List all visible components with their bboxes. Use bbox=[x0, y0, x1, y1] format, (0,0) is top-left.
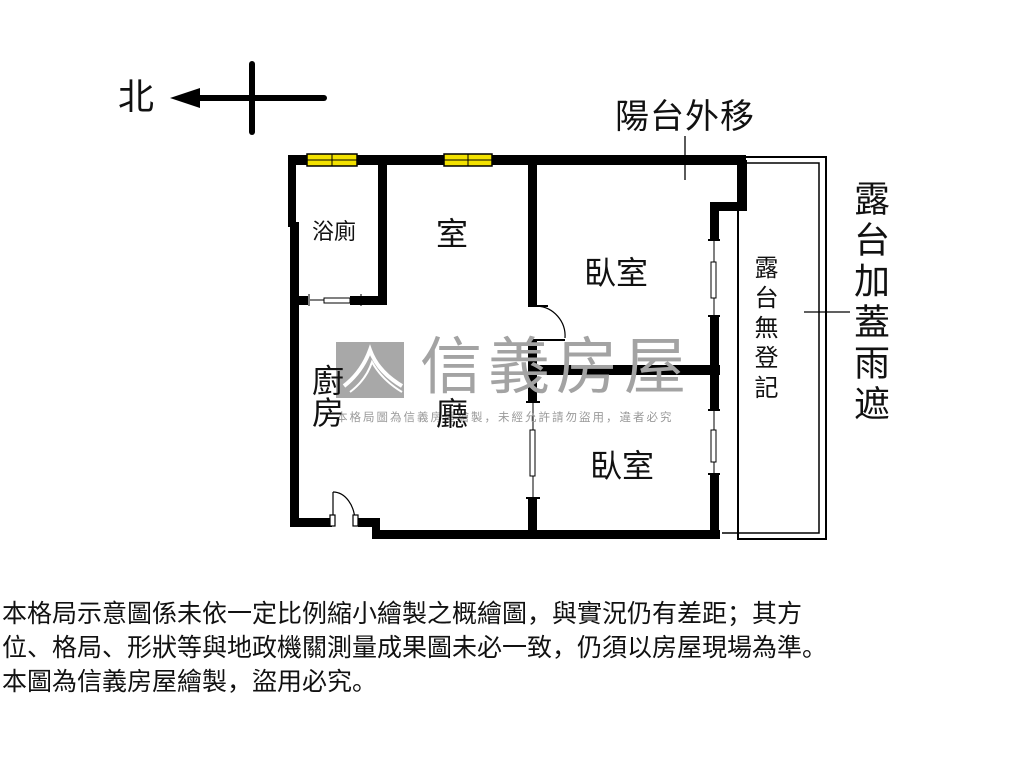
disclaimer-line-1: 本格局示意圖係未依一定比例縮小繪製之概繪圖，與實況仍有差距；其方 bbox=[2, 599, 803, 628]
watermark-notice: 本格局圖為信義房屋繪製，未經允許請勿盜用，違者必究 bbox=[336, 410, 674, 424]
room-label-terrace: 露台無登記 bbox=[750, 255, 778, 405]
watermark-brand: 信義房屋 bbox=[420, 330, 693, 403]
swing-doors bbox=[329, 305, 566, 527]
watermark-logo-icon bbox=[336, 342, 404, 398]
walls bbox=[288, 155, 747, 539]
room-label-room: 室 bbox=[436, 215, 469, 253]
north-arrow-icon bbox=[170, 61, 327, 135]
room-label-living-room: 廳 bbox=[436, 395, 469, 433]
disclaimer: 本格局示意圖係未依一定比例縮小繪製之概繪圖，與實況仍有差距；其方 位、格局、形狀… bbox=[2, 597, 1024, 699]
disclaimer-line-2: 位、格局、形狀等與地政機關測量成果圖未必一致，仍須以房屋現場為準。 bbox=[2, 633, 828, 662]
terrace-canopy-annotation: 露台加蓋雨遮 bbox=[848, 180, 889, 426]
room-label-bathroom: 浴廁 bbox=[312, 220, 357, 245]
sliding-doors bbox=[308, 239, 720, 499]
terrace-outline bbox=[722, 156, 827, 540]
room-label-kitchen: 廚房 bbox=[307, 364, 345, 428]
north-label: 北 bbox=[118, 77, 155, 118]
windows bbox=[306, 153, 493, 167]
leader-lines bbox=[684, 136, 850, 313]
balcony-moved-annotation: 陽台外移 bbox=[615, 97, 755, 137]
room-label-bedroom-2: 臥室 bbox=[590, 447, 655, 485]
room-label-bedroom-1: 臥室 bbox=[584, 254, 649, 292]
disclaimer-line-3: 本圖為信義房屋繪製，盜用必究。 bbox=[2, 667, 378, 696]
